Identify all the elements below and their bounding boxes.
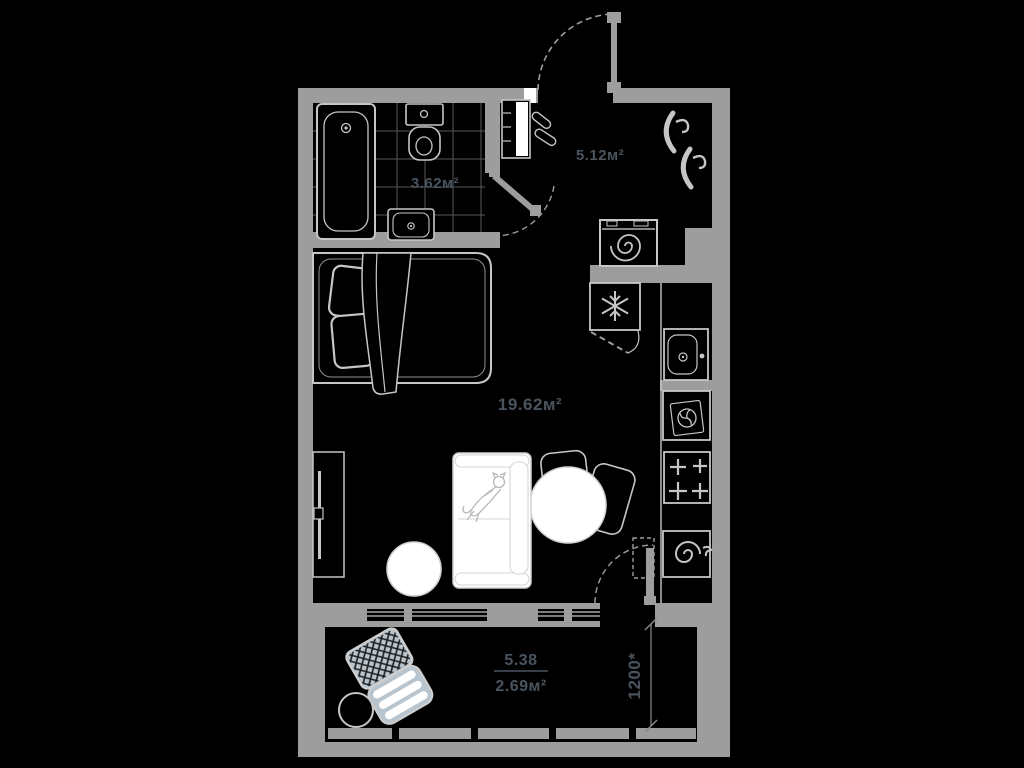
- kitchen-divider: [660, 380, 712, 391]
- cabinet-door: [516, 102, 528, 156]
- blanket-icon: [361, 252, 412, 395]
- cooktop-icon: [663, 451, 711, 504]
- side-table-icon: [338, 692, 374, 728]
- wall-balcony-left: [313, 623, 325, 757]
- wall-top-left: [298, 88, 538, 103]
- living-area-label: 19.62м²: [498, 395, 562, 414]
- walls: [298, 88, 730, 757]
- balcony-depth-label: 1200*: [625, 653, 644, 700]
- windows: [328, 603, 696, 739]
- wall-balcony-pier-mid: [487, 603, 538, 627]
- bathroom-door-icon: [489, 168, 555, 237]
- cat-illustration: [462, 471, 507, 523]
- refrigerator-icon: [589, 282, 641, 354]
- coat-hook-icon: [663, 110, 690, 154]
- room-labels: 3.62м² 5.12м² 19.62м² 5.38 2.69м² 1200*: [411, 147, 644, 699]
- balcony-glazing: [328, 728, 696, 739]
- bed-icon: [312, 252, 492, 395]
- wall-balcony-right: [697, 627, 712, 757]
- coat-hook-icon: [680, 146, 707, 190]
- kitchen-appliance-icon: [662, 530, 713, 578]
- balcony-area-label: 2.69м²: [495, 678, 546, 695]
- wall-left: [298, 88, 313, 757]
- lounge-chair-icon: [345, 627, 434, 725]
- pouf-icon: [386, 541, 442, 597]
- sofa-icon: [452, 452, 532, 589]
- toilet-icon: [405, 103, 444, 161]
- living-room: [312, 252, 636, 597]
- window-icon: [538, 603, 600, 627]
- wall-hall-kitchen: [590, 265, 712, 283]
- bathtub-icon: [316, 103, 376, 240]
- hallway: [501, 99, 707, 267]
- hall-area-label: 5.12м²: [576, 147, 624, 164]
- oven-icon: [662, 390, 711, 441]
- wall-jog: [685, 228, 712, 270]
- snowflake-icon: [601, 291, 629, 321]
- washbasin-icon: [387, 208, 435, 241]
- washing-machine-icon: [599, 219, 658, 267]
- wall-top-right: [613, 88, 730, 103]
- balcony-door-icon: [594, 537, 656, 605]
- bathroom: [313, 103, 485, 241]
- dimension-line: [644, 617, 658, 733]
- dining-table-icon: [529, 466, 607, 544]
- wall-right: [712, 88, 730, 757]
- balcony-width-label: 5.38: [504, 652, 537, 669]
- wall-bathroom-hall: [485, 103, 500, 173]
- wall-balcony-outer: [313, 742, 730, 757]
- tv-stand-icon: [312, 451, 345, 578]
- bathroom-area-label: 3.62м²: [411, 175, 459, 192]
- window-icon: [367, 603, 487, 627]
- kitchen: [589, 282, 713, 603]
- shoe-cabinet-icon: [501, 99, 531, 159]
- kitchen-sink-icon: [663, 328, 709, 381]
- balcony: [338, 617, 658, 733]
- shoes-icon: [531, 111, 557, 147]
- entrance-door-icon: [537, 12, 621, 93]
- wall-balcony-pier-right: [655, 603, 712, 627]
